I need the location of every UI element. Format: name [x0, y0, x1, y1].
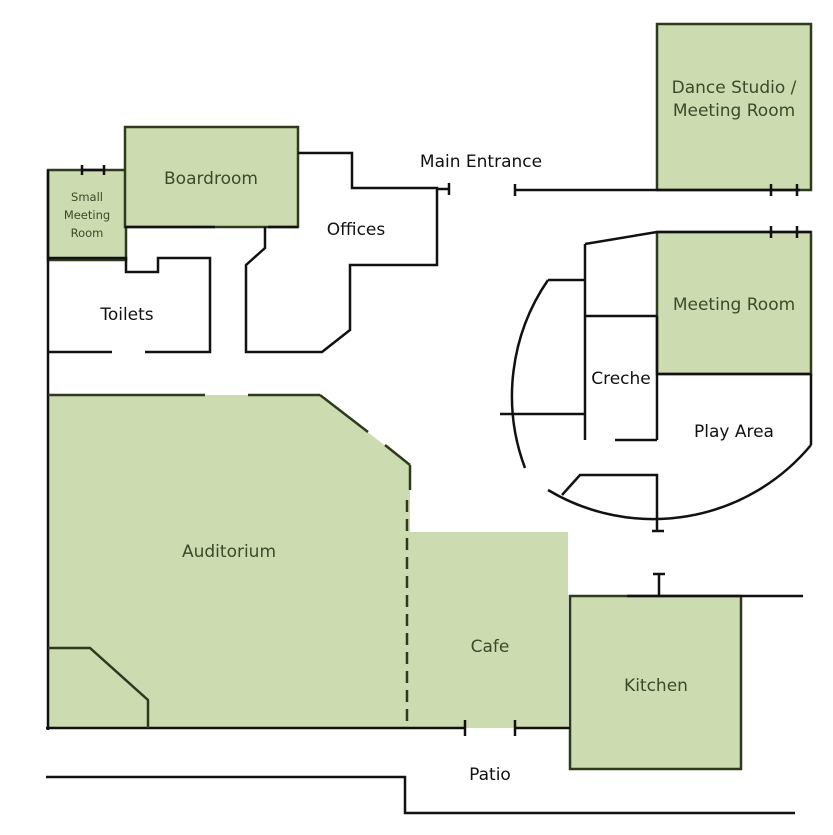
toilets-label: Toilets: [99, 305, 153, 325]
kitchen-label: Kitchen: [624, 676, 688, 696]
offices-label: Offices: [327, 220, 386, 240]
cafe-area[interactable]: [408, 532, 568, 728]
auditorium-annex: [48, 646, 150, 728]
small-meeting-room-label: Meeting: [64, 208, 110, 222]
patio-boundary: [46, 775, 795, 815]
cafe-label: Cafe: [471, 637, 510, 657]
auditorium-diagonal: [384, 444, 411, 466]
circle-wall-left: [510, 279, 550, 469]
auditorium-label: Auditorium: [182, 542, 276, 562]
meeting-room-label: Meeting Room: [673, 295, 795, 315]
dance-studio-area[interactable]: [655, 22, 813, 192]
patio-label: Patio: [469, 765, 511, 785]
play-area-inner: [561, 473, 659, 530]
dance-studio-label: Meeting Room: [673, 101, 795, 121]
circle-wall-bottom: [547, 444, 812, 521]
creche-label: Creche: [591, 369, 651, 389]
toilets-wall: [48, 256, 212, 354]
boardroom-label: Boardroom: [164, 169, 258, 189]
main-entrance-label: Main Entrance: [420, 152, 542, 172]
small-meeting-room-label: Small: [71, 190, 103, 204]
creche-top-wall: [584, 230, 658, 246]
dance-studio-label: Dance Studio /: [672, 78, 797, 98]
play-area-label: Play Area: [694, 422, 774, 442]
auditorium-diagonal: [319, 394, 369, 433]
small-meeting-room-label: Room: [71, 226, 104, 240]
meeting-room-area[interactable]: [655, 230, 813, 376]
auditorium-area[interactable]: [48, 395, 410, 728]
offices-wall: [244, 151, 439, 354]
boardroom-area[interactable]: [123, 125, 300, 229]
